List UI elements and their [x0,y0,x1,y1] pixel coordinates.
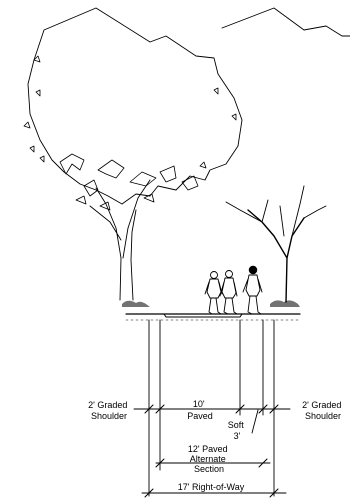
dimension-extension-lines [148,319,275,497]
large-tree-illustration [23,7,243,301]
soft-surface-leader-line [251,409,259,434]
pedestrian-middle [219,270,238,315]
pedestrian-figures [204,265,263,315]
dimension-row-alternate [155,458,271,468]
dimension-row-widths [133,404,291,414]
trail-ground-surface [122,300,301,321]
pedestrian-left [204,271,223,315]
background-tree-canopy [221,7,350,37]
dimension-row-right-of-way [141,488,287,498]
soft-surface-label: Soft 3' [228,420,247,441]
paved-width-label: 10' Paved [187,399,213,421]
right-shoulder-label: 2' Graded Shoulder [302,400,344,421]
alternate-section-label: 12' Paved Alternate Section [188,444,230,474]
right-of-way-label: 17' Right-of-Way [178,482,245,492]
pedestrian-right [242,265,263,315]
left-shoulder-label: 2' Graded Shoulder [88,400,130,421]
small-tree-illustration [225,185,327,303]
